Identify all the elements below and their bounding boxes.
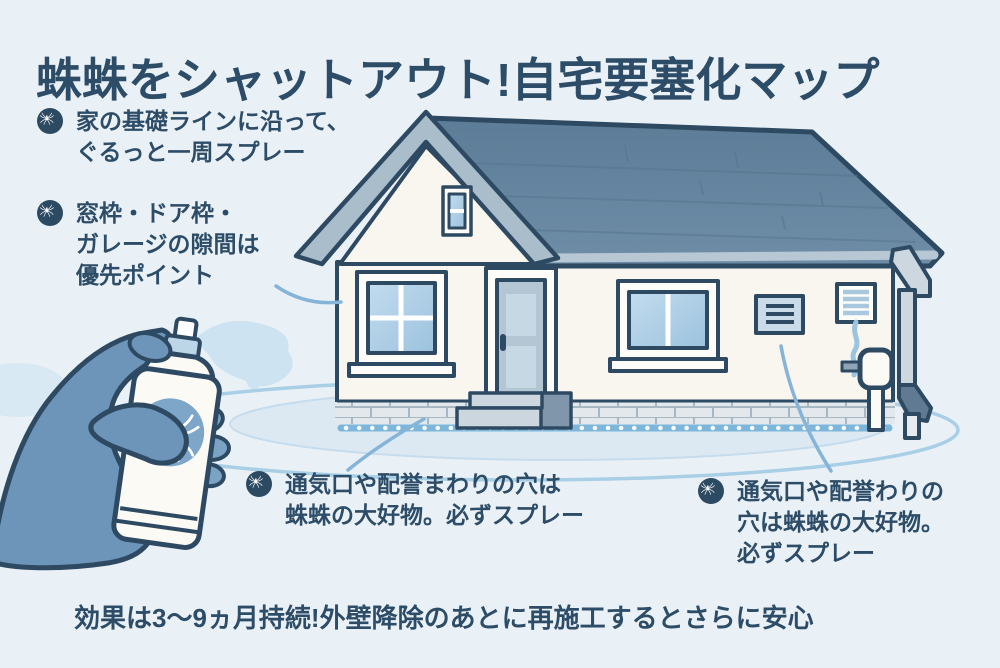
annotation-vents-left: 通気口や配誉まわりの穴は 蛛蛛の大好物。必ずスプレー	[246, 469, 584, 531]
annotation-line: 穴は蛛蛛の大好物。	[737, 509, 944, 535]
infographic-title: 蛛蛛をシャットアウト!自宅要塞化マップ	[36, 53, 880, 106]
annotation-perimeter: 家の基礎ラインに沿って、 ぐるっと一周スプレー	[37, 106, 350, 168]
annotation-line: ぐるっと一周スプレー	[76, 139, 306, 165]
annotation-line: 必ずスプレー	[737, 540, 875, 566]
annotation-line: 優先ポイント	[76, 262, 214, 288]
spider-icon	[37, 108, 63, 134]
house-roof	[293, 109, 945, 269]
index-fingertip	[127, 331, 173, 363]
spider-icon	[246, 471, 272, 497]
annotation-frames: 窓枠・ドア枠・ ガレージの隙間は 優先ポイント	[37, 198, 260, 291]
downspout	[889, 245, 933, 440]
leader-line-frames	[274, 284, 343, 305]
leader-lines	[274, 284, 833, 473]
attic-window	[441, 185, 473, 237]
spider-icon	[37, 200, 63, 226]
annotation-line: ガレージの隙間は	[76, 231, 260, 257]
outdoor-faucet	[840, 347, 895, 432]
spider-icon	[698, 478, 724, 504]
right-window	[608, 279, 728, 373]
front-door	[484, 266, 558, 400]
annotation-line: 通気口や配誉まわりの穴は	[285, 471, 561, 497]
door-steps	[455, 391, 573, 430]
annotation-vents-right: 通気口や配誉わりの 穴は蛛蛛の大好物。 必ずスプレー	[698, 476, 944, 569]
leader-line-vents-left	[346, 417, 426, 472]
thumb	[88, 402, 189, 466]
house-gable	[293, 109, 561, 267]
leader-line-vents-right	[779, 344, 833, 473]
meter-box	[835, 282, 877, 324]
vent-grille	[754, 294, 805, 335]
annotation-line: 家の基礎ラインに沿って、	[76, 108, 350, 134]
annotation-line: 通気口や配誉わりの	[737, 478, 944, 504]
annotation-line: 蛛蛛の大好物。必ずスプレー	[285, 502, 584, 528]
annotation-line: 窓枠・ドア枠・	[76, 200, 237, 226]
hand-with-spray-can	[0, 316, 231, 571]
left-window	[347, 270, 456, 378]
footer-note: 効果は3〜9ヵ月持続!外壁降除のあとに再施工するとさらに安心	[74, 603, 814, 633]
